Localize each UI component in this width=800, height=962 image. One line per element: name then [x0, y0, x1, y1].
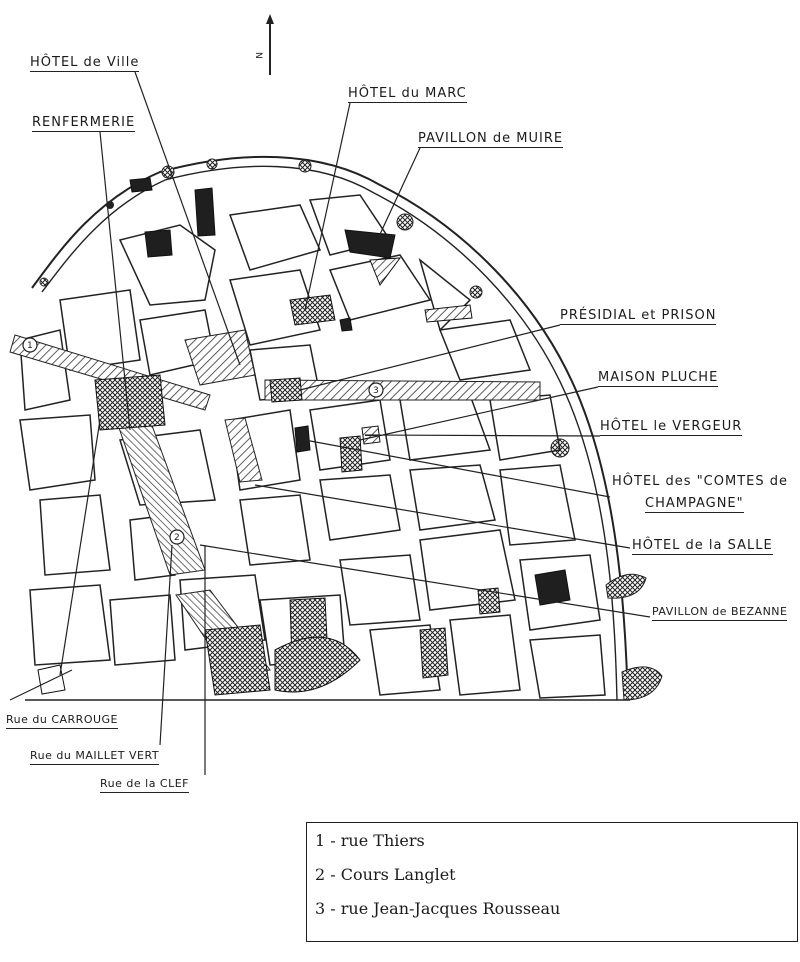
label-maison-pluche: MAISON PLUCHE — [598, 370, 719, 387]
landmark-buildings — [37, 177, 571, 696]
label-hotel-du-marc: HÔTEL du MARC — [348, 86, 467, 103]
legend-item-cours-langlet: 2 - Cours Langlet — [315, 865, 456, 884]
city-rampart — [31, 155, 629, 701]
street-number-3: 3 — [373, 386, 379, 396]
label-hotel-le-vergeur: HÔTEL le VERGEUR — [600, 419, 743, 436]
label-pavillon-de-bezanne: PAVILLON de BEZANNE — [652, 604, 788, 621]
north-label: N — [253, 52, 263, 59]
label-hotel-de-la-salle: HÔTEL de la SALLE — [632, 538, 773, 555]
legend-item-rue-rousseau: 3 - rue Jean-Jacques Rousseau — [315, 899, 561, 918]
label-rue-de-la-clef: Rue de la CLEF — [100, 776, 190, 793]
label-pavillon-de-muire: PAVILLON de MUIRE — [418, 131, 564, 148]
label-hotel-comtes-line1: HÔTEL des "COMTES de — [612, 474, 788, 489]
street-number-1: 1 — [27, 341, 33, 351]
label-rue-du-carrouge: Rue du CARROUGE — [6, 712, 119, 729]
street-number-markers: 1 3 2 — [22, 337, 384, 545]
label-presidial-prison: PRÉSIDIAL et PRISON — [560, 308, 717, 325]
legend-item-rue-thiers: 1 - rue Thiers — [315, 831, 425, 850]
label-hotel-comtes-line2: CHAMPAGNE" — [645, 496, 744, 513]
label-rue-du-maillet-vert: Rue du MAILLET VERT — [30, 748, 160, 765]
north-arrow-icon — [266, 14, 274, 75]
label-renfermerie: RENFERMERIE — [32, 115, 136, 132]
label-hotel-de-ville: HÔTEL de Ville — [30, 55, 140, 72]
leader-lines — [9, 71, 651, 775]
street-number-2: 2 — [174, 533, 180, 543]
legend-box: 1 - rue Thiers 2 - Cours Langlet 3 - rue… — [306, 822, 798, 942]
